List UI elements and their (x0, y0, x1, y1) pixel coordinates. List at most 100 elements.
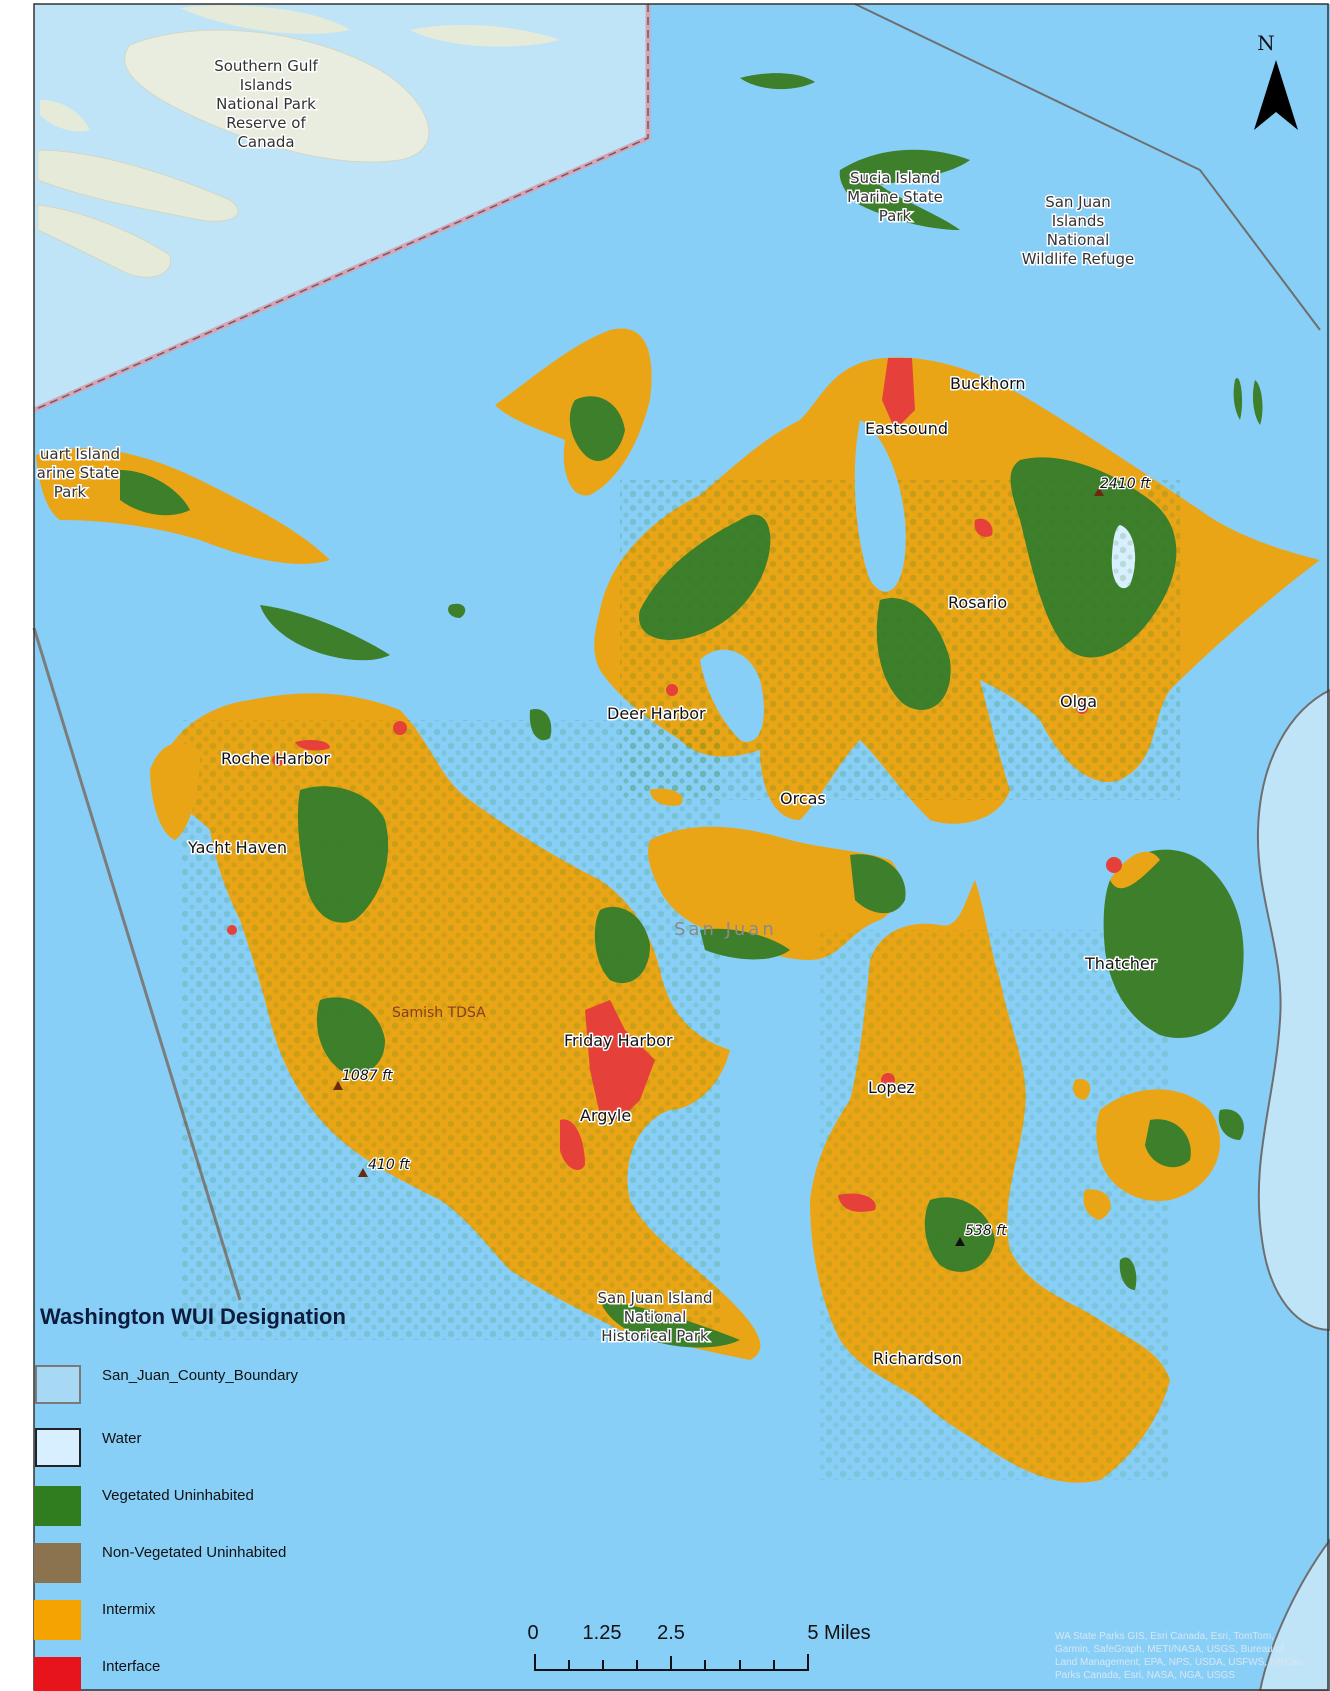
label-elev-538: 538 ft (965, 1223, 1007, 1239)
waldron-forest (569, 396, 625, 461)
islet-h (1119, 1257, 1137, 1290)
interface-lopez (881, 1073, 895, 1087)
lopez-speckle (820, 930, 1170, 1480)
blakely-edge (1110, 851, 1160, 889)
label-friday-harbor: Friday Harbor (564, 1031, 673, 1050)
attribution: WA State Parks GIS, Esri Canada, Esri, T… (1055, 1631, 1305, 1681)
label-richardson: Richardson (873, 1349, 962, 1368)
scale-bar-line (534, 1654, 809, 1671)
interface-roche-harbor (295, 740, 330, 751)
interface-blakely (1106, 857, 1122, 873)
label-roche-harbor: Roche Harbor (221, 749, 330, 768)
label-eastsound: Eastsound (865, 419, 948, 438)
gulf-line-5: Canada (237, 133, 294, 151)
legend: Washington WUI Designation San_Juan_Coun… (34, 1304, 346, 1691)
north-arrow-icon (1254, 60, 1298, 130)
legend-swatch-intermix (34, 1600, 81, 1640)
label-lopez: Lopez (868, 1078, 915, 1097)
label-samish-tdsa: Samish TDSA (392, 1005, 486, 1021)
peak-410-marker (358, 1168, 368, 1177)
label-historical-park: San Juan Island National Historical Park (596, 1288, 714, 1347)
refuge-line-2: Islands (1052, 212, 1105, 230)
refuge-line-4: Wildlife Refuge (1022, 250, 1135, 268)
interface-friday-harbor (585, 1000, 655, 1120)
label-deer-harbor: Deer Harbor (607, 704, 706, 723)
gulf-island-tip (40, 100, 90, 132)
north-label: N (1257, 31, 1275, 55)
label-orcas: Orcas (780, 789, 826, 808)
gulf-line-2: Islands (240, 76, 293, 94)
label-stuart-park: uart Island arine State Park (35, 444, 121, 503)
interface-roche-west (272, 754, 284, 766)
interface-north-tip (393, 721, 407, 735)
islet-f (1083, 1189, 1111, 1220)
label-rosario: Rosario (948, 593, 1007, 612)
islet-i (650, 788, 683, 806)
interface-olga (1076, 702, 1088, 714)
interface-argyle (560, 1119, 585, 1170)
gulf-line-4: Reserve of (226, 114, 306, 132)
legend-swatch-water (35, 1428, 81, 1467)
stuart-line-1: uart Island (40, 445, 120, 463)
gulf-island-mid (37, 149, 239, 222)
peak-2410-marker (1094, 487, 1104, 496)
refuge-line-1: San Juan (1045, 193, 1111, 211)
mainland-east (1256, 688, 1330, 1332)
legend-label-intermix: Intermix (102, 1601, 156, 1618)
scale-tick-2: 2.5 (657, 1622, 685, 1644)
map-frame (33, 3, 1329, 1691)
county-boundary-ne (854, 3, 1321, 331)
legend-label-vegetated: Vegetated Uninhabited (102, 1487, 254, 1504)
label-buckhorn: Buckhorn (950, 374, 1026, 393)
eastsound-bay (854, 420, 906, 592)
islet-e (1073, 1079, 1091, 1100)
interface-yacht-haven (227, 925, 237, 935)
stuart-line-2: arine State (37, 464, 120, 482)
interface-lopez-south (838, 1193, 876, 1212)
interface-rosario (974, 518, 993, 537)
map-margin (0, 0, 34, 1691)
label-elev-1087: 1087 ft (342, 1068, 393, 1084)
sucia-line-2: Marine State (847, 188, 943, 206)
islet-c (1233, 378, 1243, 420)
attribution-line-4: Parks Canada, Esri, NASA, NGA, USGS (1055, 1670, 1235, 1681)
label-olga: Olga (1060, 692, 1097, 711)
shaw-forest-south (700, 928, 790, 960)
san-juan-west-lobe (150, 743, 200, 840)
legend-swatch-county-boundary (35, 1365, 81, 1404)
legend-swatch-vegetated (34, 1486, 81, 1526)
gulf-island-top (180, 5, 350, 34)
shaw-island (648, 826, 901, 960)
label-elev-2410: 2410 ft (1100, 476, 1151, 492)
islet-d (1252, 380, 1263, 425)
legend-swatch-non-vegetated (34, 1543, 81, 1583)
label-gulf-islands-park: Southern Gulf Islands National Park Rese… (213, 56, 320, 153)
gulf-island-strip (410, 25, 560, 47)
label-yacht-haven: Yacht Haven (187, 838, 287, 857)
peak-538-marker (955, 1237, 965, 1246)
attribution-line-1: WA State Parks GIS, Esri Canada, Esri, T… (1055, 1631, 1274, 1642)
attribution-line-2: Garmin, SafeGraph, METI/NASA, USGS, Bure… (1055, 1644, 1284, 1655)
legend-label-non-vegetated: Non-Vegetated Uninhabited (102, 1544, 286, 1561)
legend-label-water: Water (102, 1430, 141, 1447)
sucia-line-1: Sucia Island (850, 169, 940, 187)
interface-eastsound (882, 358, 915, 430)
sucia-line-3: Park (879, 207, 912, 225)
historical-line-1: San Juan Island (597, 1289, 712, 1307)
scale-tick-3: 5 Miles (807, 1622, 870, 1644)
international-boundary-dash (33, 4, 649, 411)
islet-g (1218, 1109, 1244, 1140)
gulf-island-large (124, 29, 430, 163)
stuart-line-3: Park (54, 483, 87, 501)
interface-deer-harbor (666, 684, 678, 696)
islet-a (529, 709, 552, 741)
gulf-line-1: Southern Gulf (214, 57, 318, 75)
legend-label-county-boundary: San_Juan_County_Boundary (102, 1367, 298, 1384)
scale-bar: 0 1.25 2.5 5 Miles (527, 1622, 871, 1671)
label-elev-410: 410 ft (368, 1157, 410, 1173)
legend-label-interface: Interface (102, 1658, 160, 1675)
gulf-island-low (37, 204, 172, 278)
gulf-line-3: National Park (216, 95, 316, 113)
scale-tick-0: 0 (527, 1622, 538, 1644)
